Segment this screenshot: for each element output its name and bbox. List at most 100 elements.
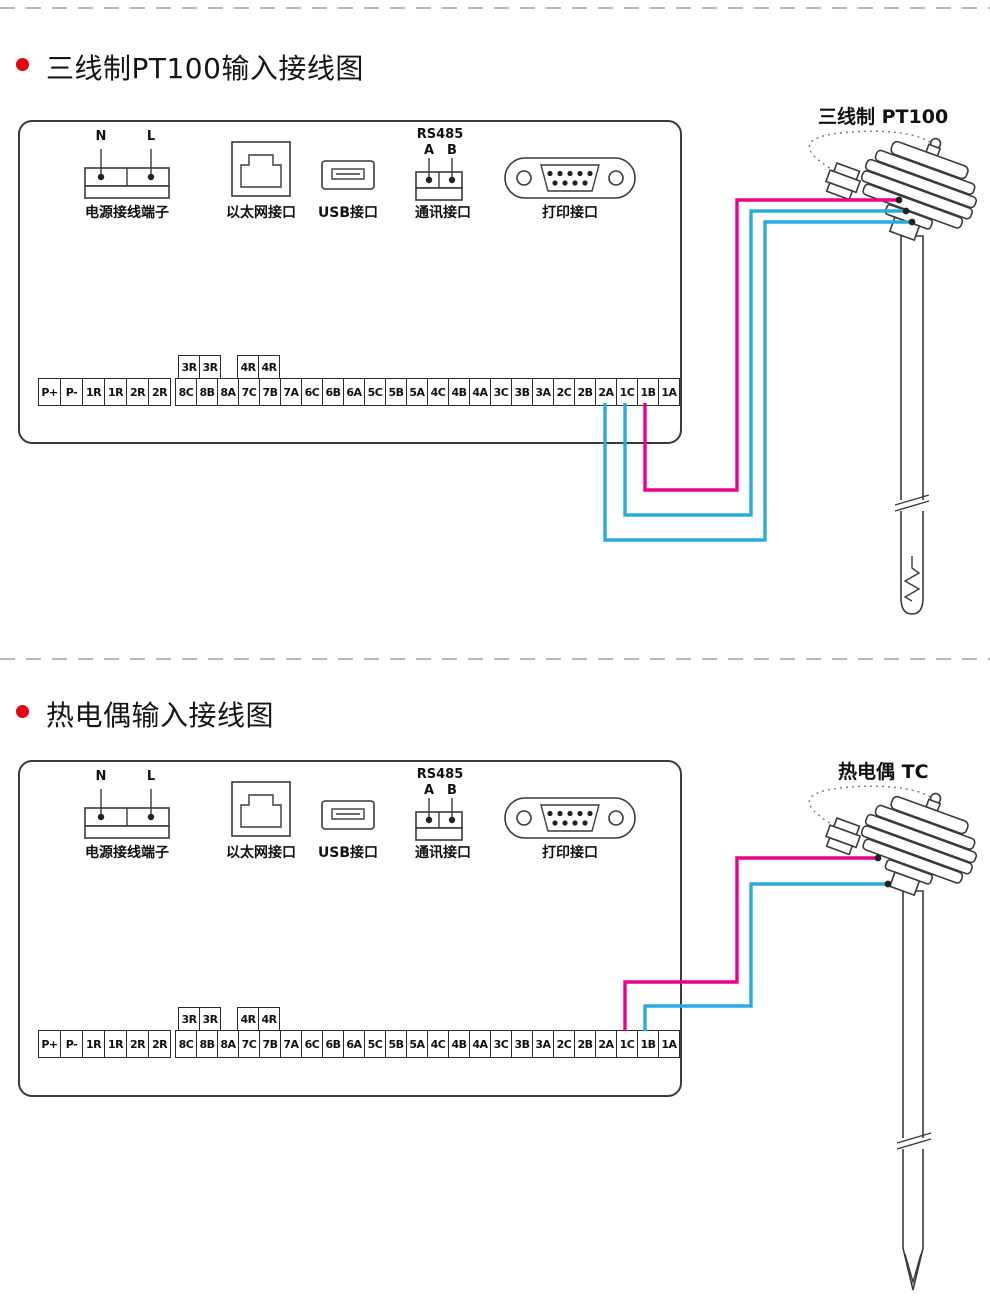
terminal-cell: 1A — [658, 1030, 680, 1058]
terminal-cell: 8C — [175, 378, 197, 406]
comm-pin-b: B — [447, 783, 457, 798]
terminal-cell: P+ — [38, 378, 61, 406]
terminal-cell: 3C — [490, 1030, 512, 1058]
terminal-cell: 2R — [148, 1030, 171, 1058]
power-port-label: 电源接线端子 — [85, 205, 169, 221]
terminal-cell: 1R — [104, 378, 127, 406]
comm-pin-a: A — [423, 783, 435, 798]
cap-chain-icon — [808, 130, 931, 175]
power-pin-n: N — [95, 129, 107, 144]
terminal-cell: 6B — [322, 378, 344, 406]
wire-pt100-pink — [643, 198, 899, 492]
terminal-cell: 2R — [126, 378, 149, 406]
terminal-cell: 1B — [637, 1030, 659, 1058]
terminal-cell: 2B — [574, 378, 596, 406]
terminal-cell: 6A — [343, 378, 365, 406]
terminal-cell: 2C — [553, 1030, 575, 1058]
terminal-cell: 7B — [259, 378, 281, 406]
section-title-tc: 热电偶输入接线图 — [46, 699, 275, 732]
ethernet-port-label: 以太网接口 — [226, 845, 296, 861]
terminal-cell: 4C — [427, 1030, 449, 1058]
power-pin-n: N — [95, 769, 107, 784]
terminal-cell: 2R — [126, 1030, 149, 1058]
terminal-cell: 4B — [448, 378, 470, 406]
terminal-cell: 7B — [259, 1030, 281, 1058]
terminal-cell: 8B — [196, 1030, 218, 1058]
sensor-label-pt100: 三线制 PT100 — [818, 106, 949, 128]
sensor-label-tc: 热电偶 TC — [838, 761, 929, 783]
terminal-cell: 6A — [343, 1030, 365, 1058]
terminal-cell: 2A — [595, 378, 617, 406]
cap-chain-icon — [808, 785, 931, 830]
sensor-head-icon — [816, 107, 990, 257]
terminal-cell: 6C — [301, 1030, 323, 1058]
comm-title: RS485 — [416, 127, 464, 142]
terminal-cell: 6B — [322, 1030, 344, 1058]
bullet-icon — [16, 705, 29, 718]
probe-break — [898, 1138, 930, 1149]
terminal-cell: 8C — [175, 1030, 197, 1058]
terminal-cell: 8A — [217, 378, 239, 406]
terminal-cell: 2C — [553, 378, 575, 406]
ethernet-port-label: 以太网接口 — [226, 205, 296, 221]
terminal-cell: 4R — [237, 355, 259, 379]
wire-terminal-dot — [895, 196, 903, 204]
terminal-cell: 3A — [532, 378, 554, 406]
terminal-cell: 1A — [658, 378, 680, 406]
tc-sensor — [808, 762, 990, 1291]
terminal-cell: 1R — [82, 1030, 105, 1058]
terminal-cell: 1B — [637, 378, 659, 406]
bullet-icon — [16, 58, 29, 71]
separator-top — [0, 7, 990, 9]
print-port-label: 打印接口 — [542, 205, 598, 221]
terminal-cell: 1R — [82, 378, 105, 406]
terminal-cell: 2B — [574, 1030, 596, 1058]
terminal-cell: 7A — [280, 378, 302, 406]
tc-junction-icon — [904, 1253, 922, 1285]
terminal-cell: 7A — [280, 1030, 302, 1058]
print-port-label: 打印接口 — [542, 845, 598, 861]
terminal-cell: 3B — [511, 378, 533, 406]
pt100-sensor — [808, 107, 990, 615]
probe-break — [896, 500, 928, 511]
terminal-cell: 3R — [199, 1007, 221, 1031]
terminal-cell: 3A — [532, 1030, 554, 1058]
terminal-cell: 5A — [406, 378, 428, 406]
terminal-cell: 5B — [385, 378, 407, 406]
terminal-cell: 4R — [237, 1007, 259, 1031]
comm-port-label: 通讯接口 — [415, 845, 471, 861]
wire-terminal-dot — [902, 207, 910, 215]
terminal-cell: 2R — [148, 378, 171, 406]
terminal-cell: 5B — [385, 1030, 407, 1058]
usb-port-label: USB接口 — [317, 845, 379, 861]
terminal-cell: 1C — [616, 1030, 638, 1058]
terminal-cell: 1R — [104, 1030, 127, 1058]
power-port-label: 电源接线端子 — [85, 845, 169, 861]
terminal-cell: 5C — [364, 1030, 386, 1058]
terminal-cell: 1C — [616, 378, 638, 406]
wire-terminal-dot — [884, 880, 892, 888]
terminal-cell: 8A — [217, 1030, 239, 1058]
terminal-cell: P+ — [38, 1030, 61, 1058]
comm-port-label: 通讯接口 — [415, 205, 471, 221]
terminal-cell: 8B — [196, 378, 218, 406]
terminal-cell: 7C — [238, 378, 260, 406]
separator-middle — [0, 658, 990, 660]
terminal-cell: 3R — [178, 355, 200, 379]
comm-pin-b: B — [447, 143, 457, 158]
terminal-cell: 5C — [364, 378, 386, 406]
terminal-cell: 4R — [258, 1007, 280, 1031]
sensor-head-icon — [816, 762, 990, 912]
rtd-element-icon — [903, 556, 921, 602]
terminal-cell: 4B — [448, 1030, 470, 1058]
power-pin-l: L — [146, 769, 156, 784]
terminal-cell: 3R — [199, 355, 221, 379]
